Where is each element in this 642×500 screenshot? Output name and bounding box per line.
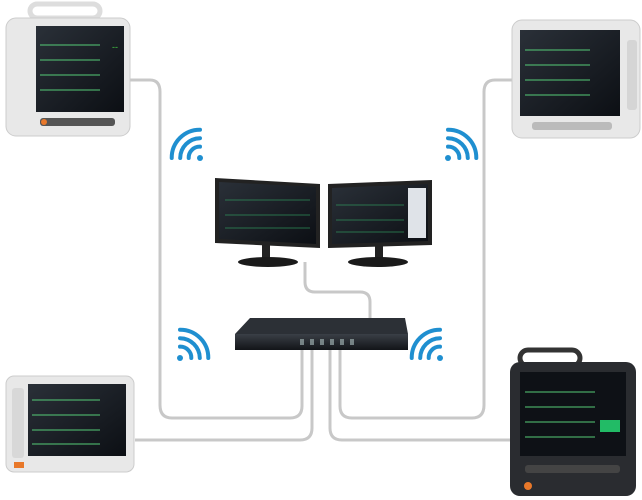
svg-text:--: --	[112, 42, 118, 52]
central-display-right	[328, 180, 432, 267]
wifi-icon	[409, 327, 443, 361]
cable-bottom-right	[328, 350, 512, 442]
patient-monitor-top-right	[511, 19, 641, 139]
wifi-icon	[177, 327, 211, 361]
patient-monitor-bottom-left	[5, 375, 135, 473]
central-display-left	[215, 178, 320, 267]
wifi-icon	[169, 127, 203, 161]
cable-displays	[303, 262, 372, 320]
wifi-icon	[445, 127, 479, 161]
patient-monitor-bottom-right	[510, 347, 636, 496]
patient-monitor-top-left: --	[5, 1, 131, 137]
cables	[128, 78, 512, 442]
cable-bottom-left	[135, 350, 314, 442]
cable-top-left	[128, 78, 304, 420]
network-switch	[235, 318, 408, 350]
cable-top-right	[338, 78, 512, 420]
